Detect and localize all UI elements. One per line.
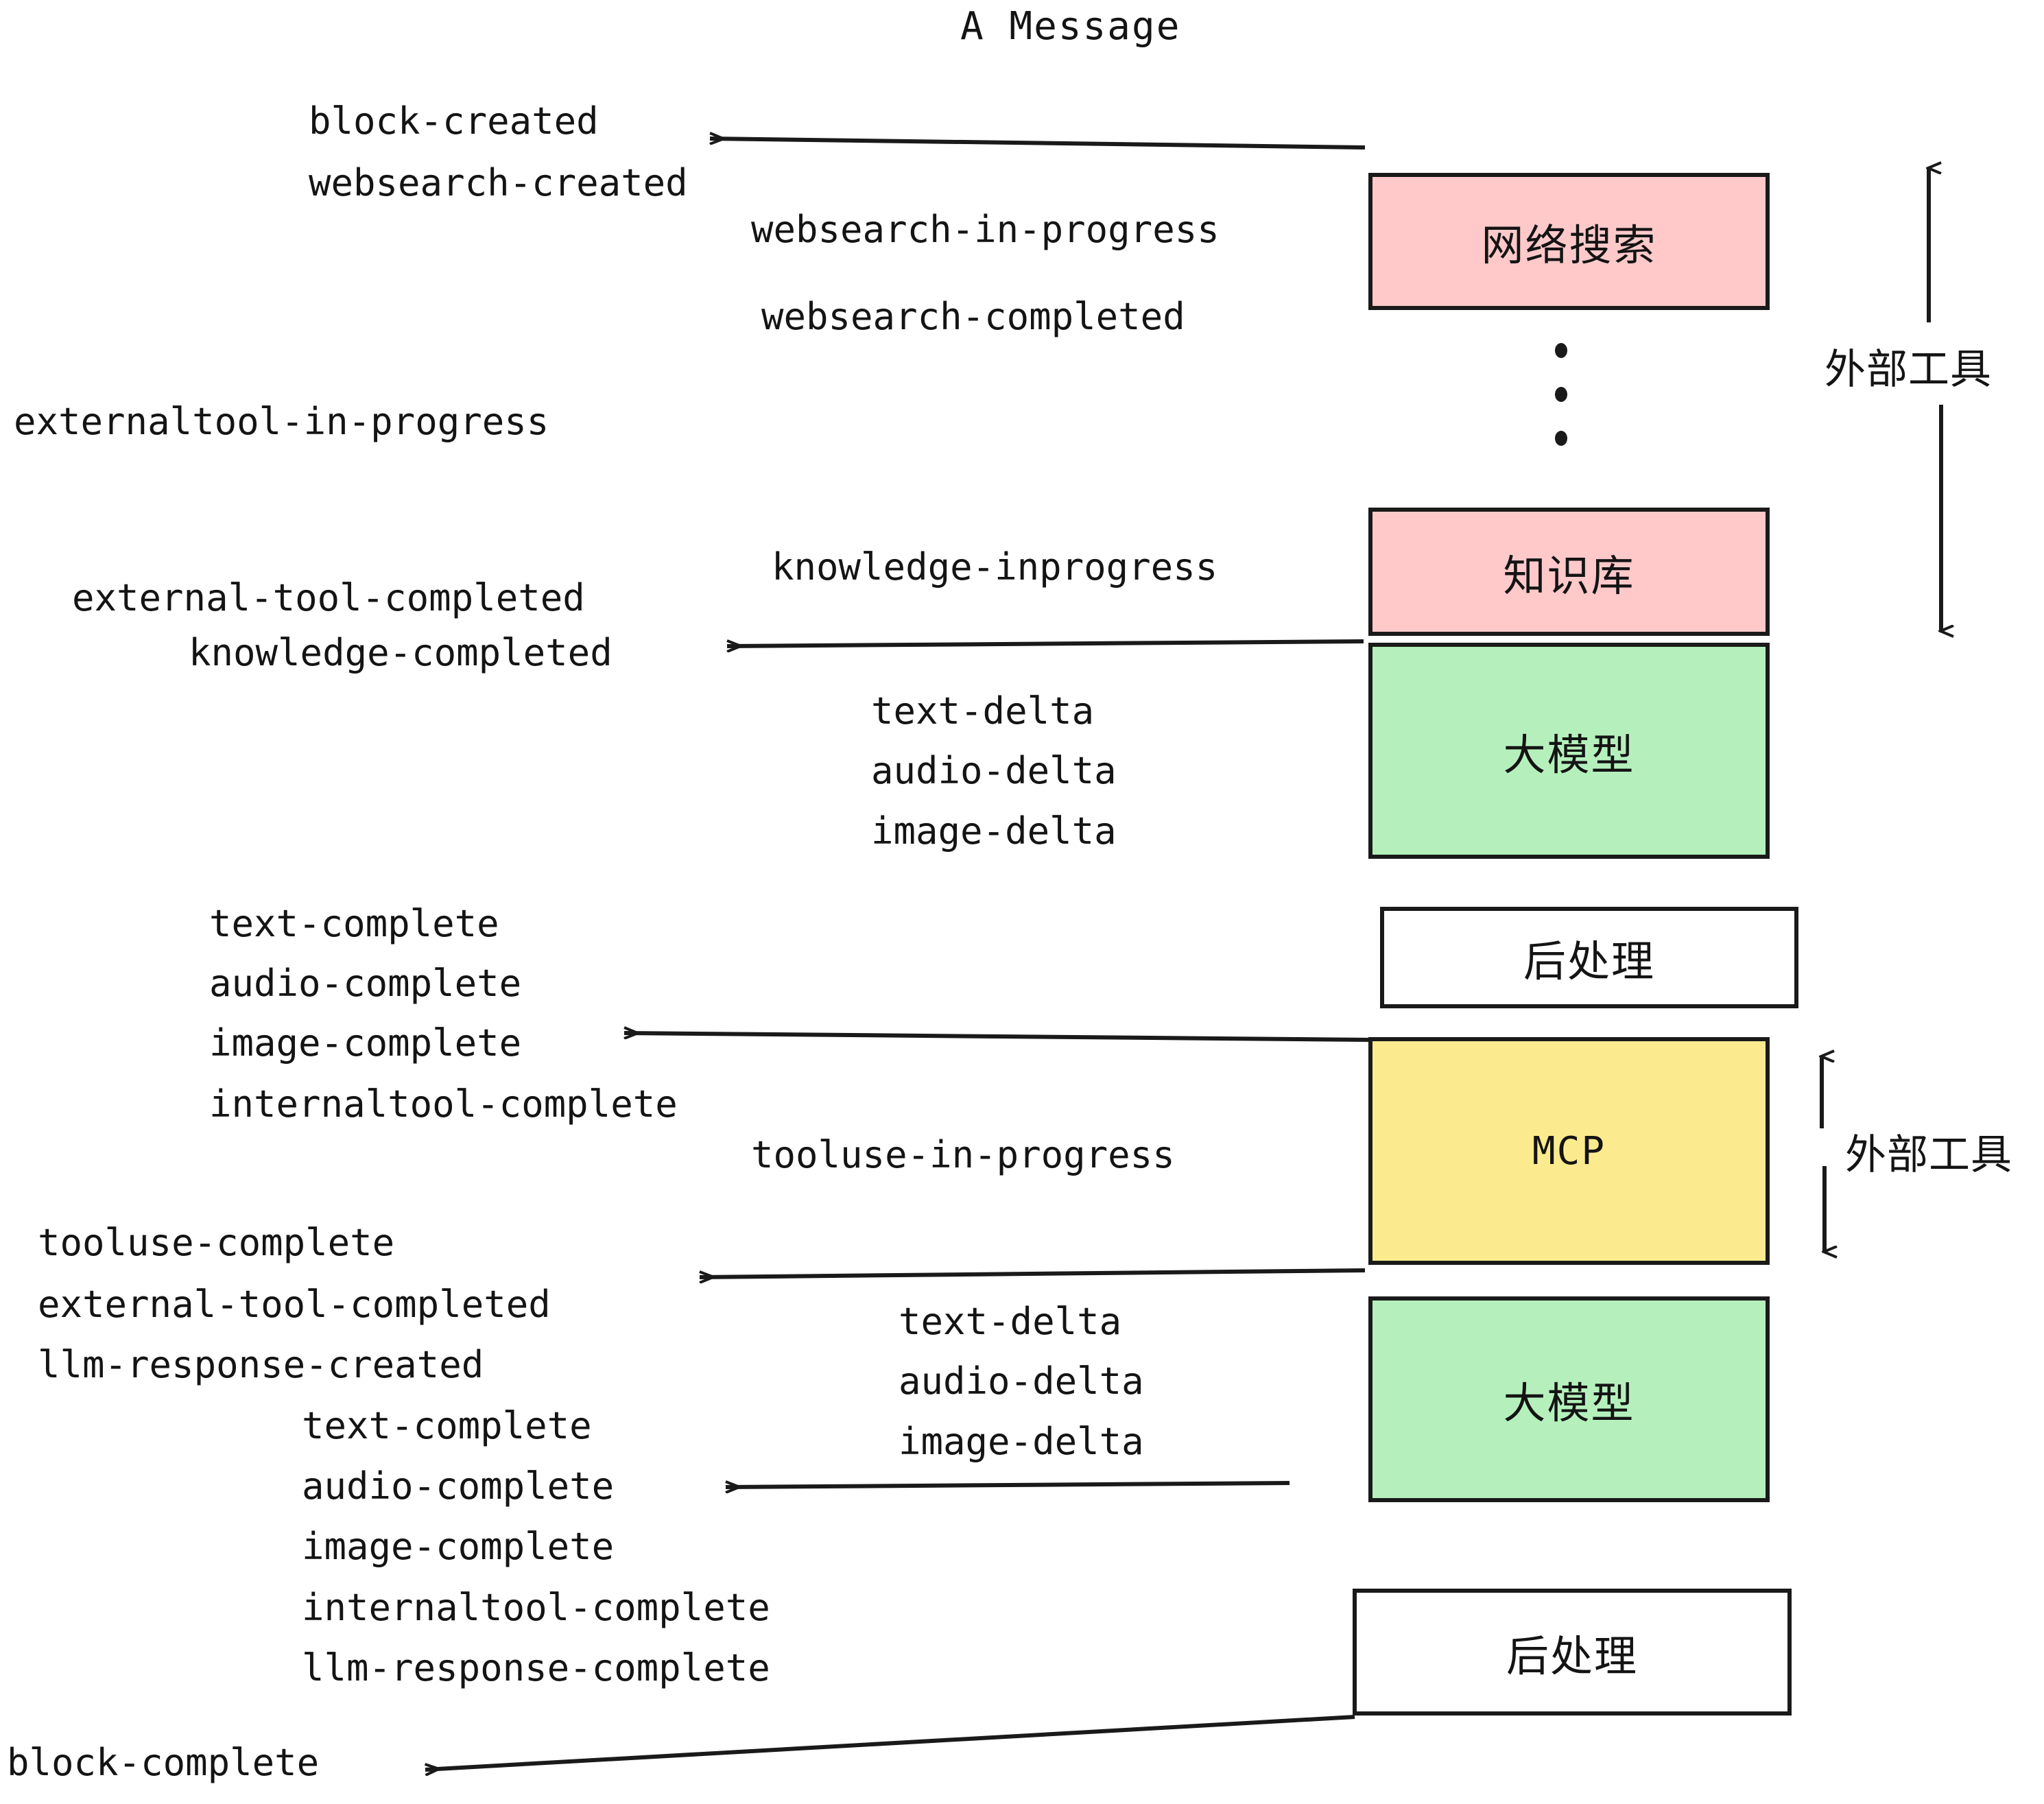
node-label: 知识库 [1503, 550, 1635, 601]
event-text-delta-2: text-delta [899, 1300, 1122, 1343]
node-label: 网络搜索 [1481, 220, 1657, 270]
dot-3 [1555, 431, 1567, 446]
event-external-tool-completed-1: external-tool-completed [72, 576, 585, 619]
event-image-complete-1: image-complete [209, 1021, 522, 1065]
arrow-audio-complete [726, 1483, 1290, 1487]
node-postprocess-2[interactable]: 后处理 [1353, 1589, 1792, 1716]
side-label-external-tool-bottom: 外部工具 [1845, 1131, 2012, 1179]
event-tooluse-complete: tooluse-complete [38, 1221, 395, 1264]
event-knowledge-inprogress: knowledge-inprogress [772, 545, 1218, 589]
node-label: 大模型 [1503, 1378, 1635, 1428]
event-image-delta-2: image-delta [899, 1420, 1144, 1463]
event-internaltool-complete-1: internaltool-complete [209, 1082, 678, 1126]
event-image-complete-2: image-complete [302, 1525, 615, 1568]
side-label-external-tool-top: 外部工具 [1825, 346, 1992, 394]
node-label: 后处理 [1506, 1630, 1638, 1681]
event-audio-complete-2: audio-complete [302, 1464, 615, 1508]
event-internaltool-complete-2: internaltool-complete [302, 1586, 770, 1629]
event-block-created: block-created [309, 99, 599, 143]
node-llm-2[interactable]: 大模型 [1368, 1296, 1770, 1502]
ellipsis-dots [1554, 343, 1569, 446]
node-mcp[interactable]: MCP [1368, 1037, 1770, 1265]
event-text-complete-1: text-complete [209, 902, 499, 945]
event-audio-delta-1: audio-delta [871, 749, 1117, 792]
node-postprocess-1[interactable]: 后处理 [1380, 907, 1798, 1008]
arrow-knowledge-completed [727, 639, 1364, 646]
event-text-complete-2: text-complete [302, 1404, 592, 1447]
event-audio-complete-1: audio-complete [209, 962, 522, 1005]
node-knowledge[interactable]: 知识库 [1368, 508, 1770, 636]
event-image-delta-1: image-delta [871, 809, 1117, 853]
arrow-block-complete [425, 1715, 1355, 1770]
node-label: 后处理 [1523, 936, 1655, 986]
event-block-complete: block-complete [7, 1741, 320, 1784]
arrow-image-complete [624, 1033, 1374, 1042]
event-llm-response-created: llm-response-created [38, 1343, 484, 1386]
event-knowledge-completed: knowledge-completed [189, 631, 613, 674]
arrow-websearch-created [710, 139, 1366, 150]
event-external-tool-completed-2: external-tool-completed [38, 1283, 551, 1326]
node-websearch[interactable]: 网络搜索 [1368, 173, 1770, 310]
page-title: A Message [960, 4, 1181, 49]
arrow-tooluse-complete [700, 1268, 1366, 1277]
event-tooluse-in-progress: tooluse-in-progress [751, 1133, 1175, 1176]
event-websearch-completed: websearch-completed [761, 295, 1185, 338]
dot-1 [1555, 343, 1567, 358]
event-text-delta-1: text-delta [871, 689, 1095, 733]
event-externaltool-in-progress: externaltool-in-progress [14, 400, 549, 443]
node-label: 大模型 [1503, 729, 1635, 780]
event-llm-response-complete: llm-response-complete [302, 1646, 770, 1689]
dot-2 [1555, 387, 1567, 402]
event-websearch-in-progress: websearch-in-progress [751, 208, 1220, 251]
node-label: MCP [1532, 1128, 1606, 1174]
event-websearch-created: websearch-created [309, 161, 688, 204]
event-audio-delta-2: audio-delta [899, 1360, 1144, 1403]
node-llm-1[interactable]: 大模型 [1368, 643, 1770, 859]
